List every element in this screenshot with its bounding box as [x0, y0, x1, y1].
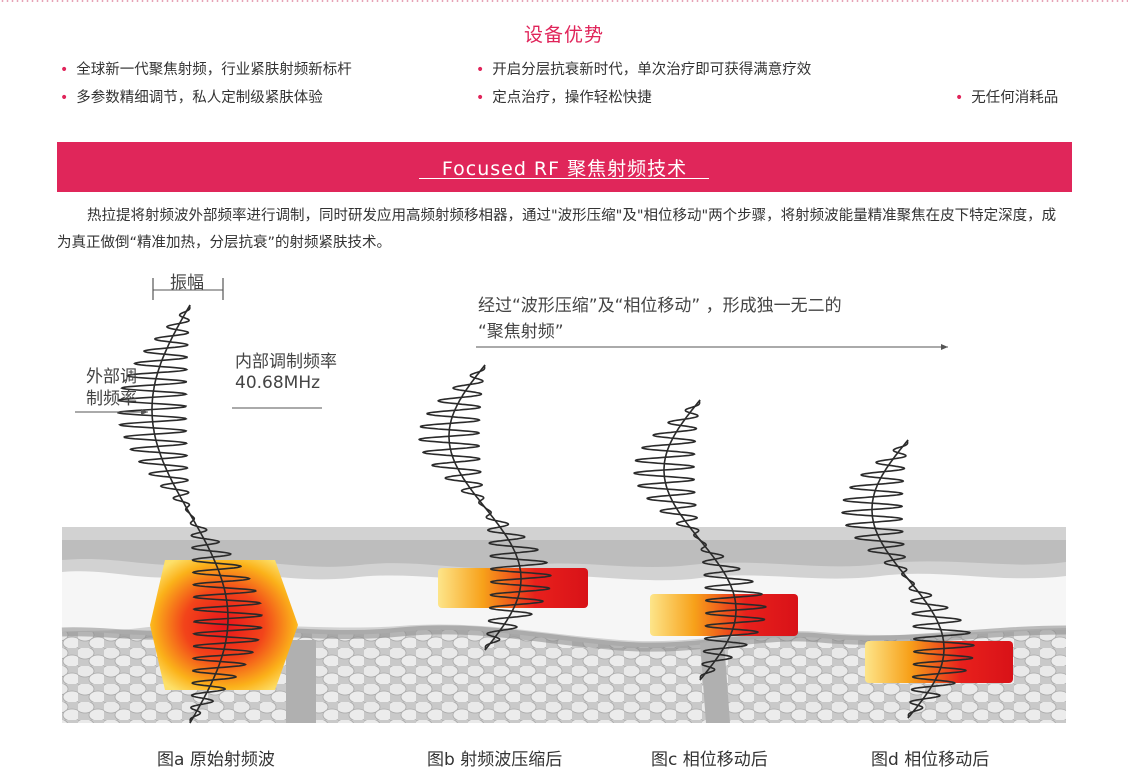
- advantage-item-4: •定点治疗，操作轻松快捷: [476, 90, 652, 106]
- advantage-item-1: •全球新一代聚焦射频，行业紧肤射频新标杆: [60, 62, 352, 78]
- advantages-title: 设备优势: [523, 24, 604, 46]
- advantage-item-2: •开启分层抗衰新时代，单次治疗即可获得满意疗效: [476, 62, 812, 78]
- bullet-dot-icon: •: [955, 90, 964, 106]
- caption-d: 图d 相位移动后: [871, 750, 990, 770]
- bullet-dot-icon: •: [60, 62, 69, 78]
- caption-b: 图b 射频波压缩后: [427, 750, 563, 770]
- outer-frequency-label: 外部调 制频率: [86, 367, 137, 409]
- top-dotted-border: [0, 0, 1128, 2]
- bullet-dot-icon: •: [476, 62, 485, 78]
- inner-frequency-label: 内部调制频率 40.68MHz: [235, 352, 337, 393]
- advantage-item-3: •多参数精细调节，私人定制级紧肤体验: [60, 90, 323, 106]
- wave-d-envelope: [871, 439, 945, 719]
- skin-tissue: [61, 527, 1067, 723]
- banner-title: Focused RF 聚焦射频技术: [441, 158, 688, 180]
- wave-b-envelope: [448, 364, 522, 651]
- process-label: 经过“波形压缩”及“相位移动” ，形成独一无二的 “聚焦射频”: [478, 296, 842, 342]
- modulated-waves: [117, 304, 975, 724]
- bullet-dot-icon: •: [60, 90, 69, 106]
- wave-c-envelope: [663, 399, 737, 681]
- heat-zone-b: [438, 568, 588, 608]
- bullet-dot-icon: •: [476, 90, 485, 106]
- description-paragraph: 热拉提将射频波外部频率进行调制，同时研发应用高频射频移相器，通过"波形压缩"及"…: [57, 208, 1057, 251]
- caption-a: 图a 原始射频波: [157, 750, 275, 770]
- banner-underline: [419, 178, 709, 179]
- caption-c: 图c 相位移动后: [651, 750, 768, 770]
- advantage-item-5: •无任何消耗品: [955, 90, 1059, 106]
- section-banner: Focused RF 聚焦射频技术: [57, 142, 1072, 192]
- wave-a-envelope: [151, 304, 229, 724]
- amplitude-label: 振幅: [170, 273, 204, 293]
